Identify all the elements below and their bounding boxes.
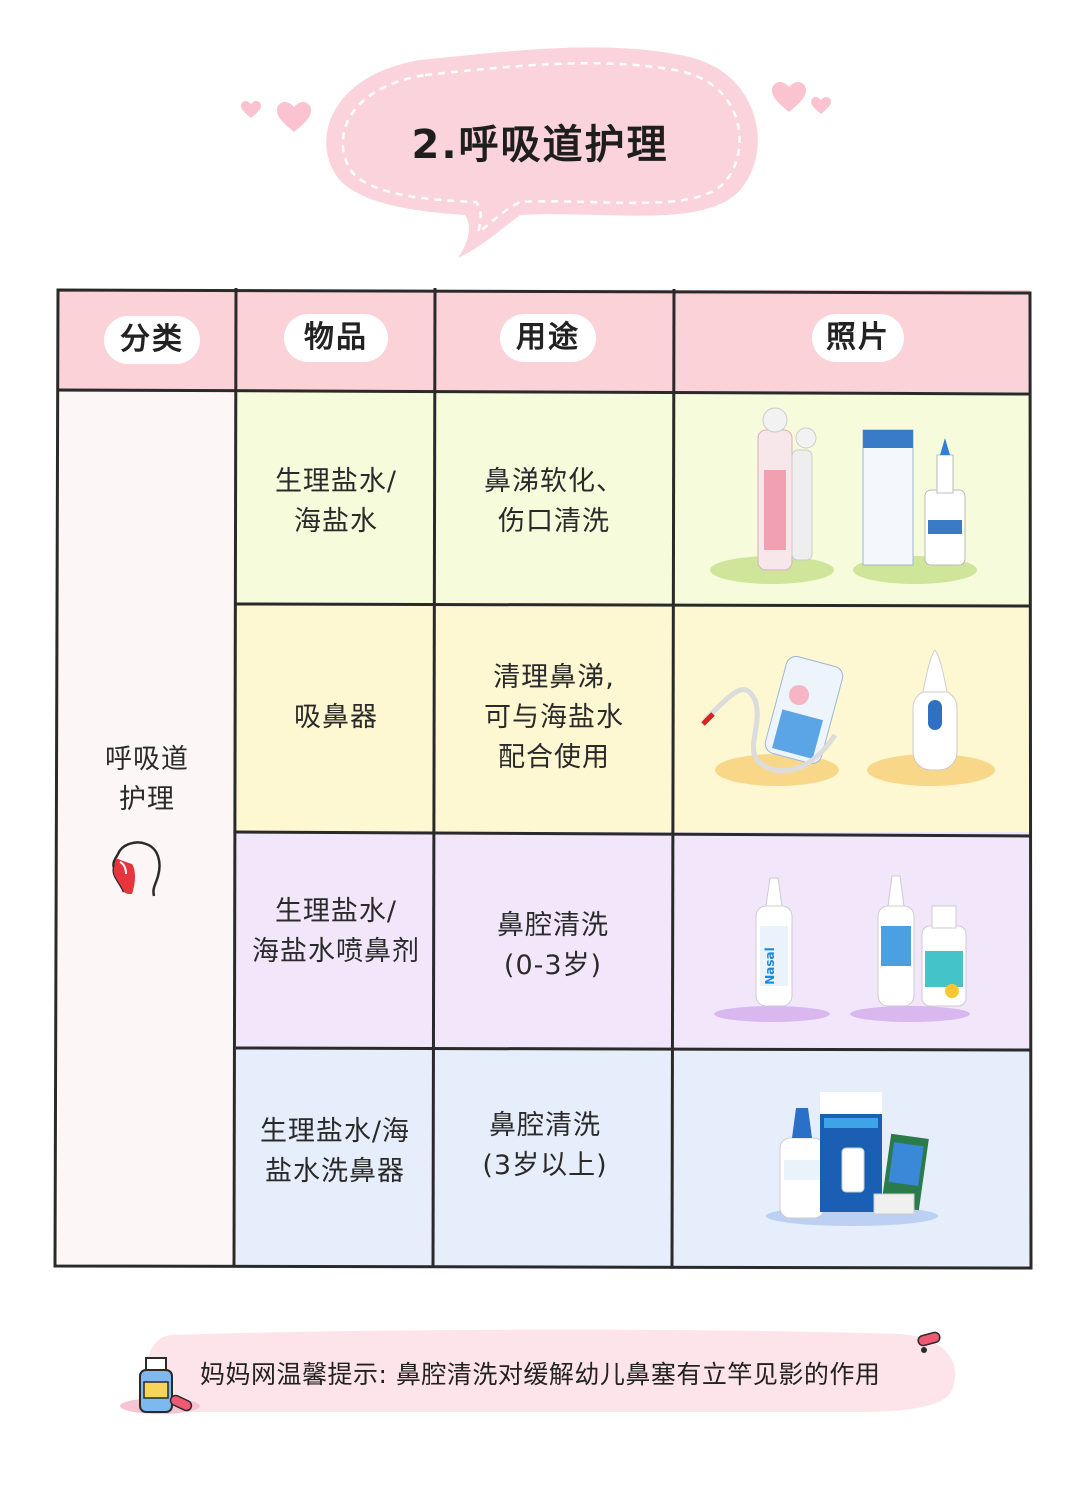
category-label: 呼吸道 护理 bbox=[105, 744, 189, 815]
heart-icon bbox=[277, 102, 311, 132]
throat-profile-icon bbox=[112, 841, 161, 897]
header-item: 物品 bbox=[284, 314, 388, 362]
heart-icon bbox=[811, 97, 831, 114]
row-2-use: 清理鼻涕, 可与海盐水 配合使用 bbox=[484, 662, 624, 773]
header-category: 分类 bbox=[104, 316, 200, 364]
heart-icon bbox=[241, 101, 261, 118]
saline-products-photo bbox=[710, 407, 977, 584]
capsule-icon bbox=[917, 1331, 941, 1353]
row-2-bg bbox=[236, 604, 1030, 832]
tip-text: 妈妈网温馨提示: 鼻腔清洗对缓解幼儿鼻塞有立竿见影的作用 bbox=[200, 1360, 881, 1389]
nasal-spray-photo: Nasal bbox=[714, 875, 970, 1022]
table-grid bbox=[53, 287, 1033, 1270]
svg-text:Nasal: Nasal bbox=[763, 947, 777, 985]
nasal-aspirator-photo bbox=[701, 649, 995, 786]
category-column-bg bbox=[58, 392, 236, 1266]
row-4-item: 生理盐水/海 盐水洗鼻器 bbox=[259, 1116, 411, 1187]
header-use: 用途 bbox=[500, 314, 596, 362]
heart-icon bbox=[772, 82, 806, 112]
page-title: 2.呼吸道护理 bbox=[411, 122, 669, 168]
nasal-wash-photo bbox=[766, 1092, 938, 1226]
care-table: 分类 物品 用途 照片 呼吸道 护理 生理盐水/ 海盐水 鼻涕软化、 伤口清洗 … bbox=[53, 287, 1033, 1270]
row-1-item: 生理盐水/ 海盐水 bbox=[274, 466, 398, 537]
header-photo: 照片 bbox=[812, 314, 904, 362]
medicine-bottle-icon bbox=[139, 1357, 193, 1413]
row-4-use: 鼻腔清洗 (3岁以上) bbox=[482, 1110, 608, 1181]
speech-bubble bbox=[326, 47, 758, 258]
row-3-item: 生理盐水/ 海盐水喷鼻剂 bbox=[252, 896, 420, 967]
row-2-item: 吸鼻器 bbox=[294, 702, 378, 733]
title-area: 2.呼吸道护理 bbox=[0, 0, 1080, 270]
row-3-use: 鼻腔清洗 (0-3岁) bbox=[497, 910, 609, 981]
tip-bar: 妈妈网温馨提示: 鼻腔清洗对缓解幼儿鼻塞有立竿见影的作用 bbox=[0, 1320, 1080, 1440]
row-1-use: 鼻涕软化、 伤口清洗 bbox=[484, 466, 624, 537]
